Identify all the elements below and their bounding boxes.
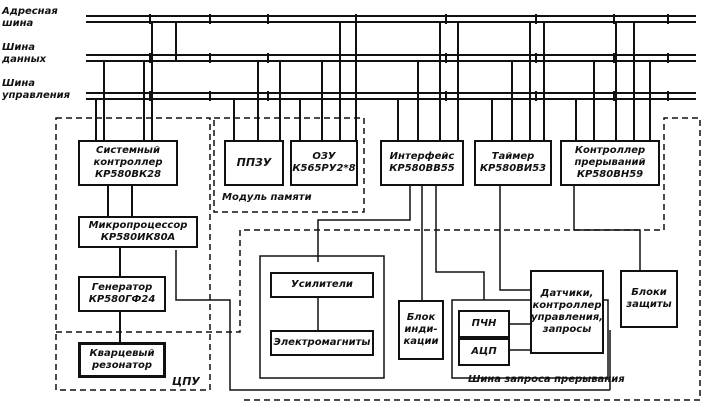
generator-line1: Генератор (91, 282, 153, 293)
interface-links (317, 186, 485, 330)
control-bus (86, 92, 696, 100)
indication-line2: инди- (404, 324, 438, 335)
amplifiers-label: Усилители (291, 279, 353, 290)
quartz-block: Кварцевый резонатор (78, 342, 166, 378)
ozu-line1: ОЗУ (312, 151, 336, 162)
system-controller-block: Системный контроллер КР580ВК28 (78, 140, 178, 186)
outer-dashed-loop (56, 117, 701, 401)
bus-ticks (149, 14, 669, 101)
microprocessor-line2: КР580ИК80А (100, 232, 176, 243)
indication-line1: Блок (406, 312, 436, 323)
pchn-block: ПЧН (458, 310, 510, 338)
actuator-group (259, 255, 385, 379)
system-controller-line3: КР580ВК28 (94, 169, 162, 180)
generator-block: Генератор КР580ГФ24 (78, 276, 166, 312)
electromagnets-block: Электромагниты (270, 330, 374, 356)
peripheral-bus-arrows (397, 22, 651, 140)
cpu-label: ЦПУ (172, 375, 200, 388)
feedback-links (499, 186, 641, 351)
cpu-boundary (55, 117, 211, 391)
sensors-line1: Датчики, (540, 288, 594, 299)
data-bus-label: Шина данных (2, 42, 46, 65)
data-bus-label-line2: данных (2, 53, 47, 65)
address-bus-label-line2: шина (2, 17, 34, 29)
interrupt-controller-line2: прерываний (574, 157, 646, 168)
protection-block: Блоки защиты (620, 270, 678, 328)
quartz-line2: резонатор (91, 360, 153, 371)
cpu-bus-arrows (95, 22, 177, 140)
control-bus-label-line2: управления (2, 89, 71, 101)
data-bus-label-line1: Шина (2, 42, 36, 53)
timer-line2: КР580ВИ53 (479, 163, 547, 174)
adc-block: АЦП (458, 338, 510, 366)
ozu-block: ОЗУ К565РУ2*8 (290, 140, 358, 186)
sensors-line3: управления, (531, 312, 603, 323)
adc-label: АЦП (471, 346, 497, 357)
protection-line1: Блоки (631, 287, 667, 298)
sensors-block: Датчики, контроллер управления, запросы (530, 270, 604, 354)
indication-block: Блок инди- кации (398, 300, 444, 360)
interrupt-controller-line3: КР580ВН59 (576, 169, 644, 180)
interrupt-bus-label: Шина запроса прерывания (468, 374, 625, 385)
memory-bus-arrows (233, 22, 357, 140)
microprocessor-line1: Микропроцессор (88, 220, 188, 231)
amplifiers-block: Усилители (270, 272, 374, 298)
indication-line3: кации (403, 336, 439, 347)
timer-block: Таймер КР580ВИ53 (474, 140, 552, 186)
electromagnets-label: Электромагниты (273, 337, 371, 348)
address-bus-label-line1: Адресная (2, 6, 58, 17)
control-bus-label-line1: Шина (2, 78, 36, 89)
sensors-line4: запросы (542, 324, 592, 335)
interface-block: Интерфейс КР580ВВ55 (380, 140, 464, 186)
cpu-internal-links (107, 186, 133, 342)
interface-line2: КР580ВВ55 (389, 163, 455, 174)
quartz-line1: Кварцевый (89, 348, 155, 359)
sensors-line2: контроллер (532, 300, 602, 311)
data-bus (86, 54, 696, 62)
memory-module-label: Модуль памяти (222, 192, 312, 203)
timer-line1: Таймер (491, 151, 535, 162)
interrupt-controller-line1: Контроллер (574, 145, 646, 156)
pchn-label: ПЧН (471, 318, 497, 329)
ppzu-label: ППЗУ (236, 156, 272, 170)
interrupt-request-bus (175, 250, 611, 391)
memory-module-boundary (213, 117, 365, 213)
system-controller-line1: Системный (96, 145, 160, 156)
microprocessor-block: Микропроцессор КР580ИК80А (78, 216, 198, 248)
interface-line1: Интерфейс (389, 151, 455, 162)
generator-line2: КР580ГФ24 (88, 294, 156, 305)
interrupt-controller-block: Контроллер прерываний КР580ВН59 (560, 140, 660, 186)
ppzu-block: ППЗУ (224, 140, 284, 186)
control-bus-label: Шина управления (2, 78, 70, 101)
address-bus (86, 15, 696, 23)
protection-line2: защиты (626, 299, 672, 310)
ozu-line2: К565РУ2*8 (292, 163, 356, 174)
address-bus-label: Адресная шина (2, 6, 58, 29)
system-controller-line2: контроллер (93, 157, 163, 168)
